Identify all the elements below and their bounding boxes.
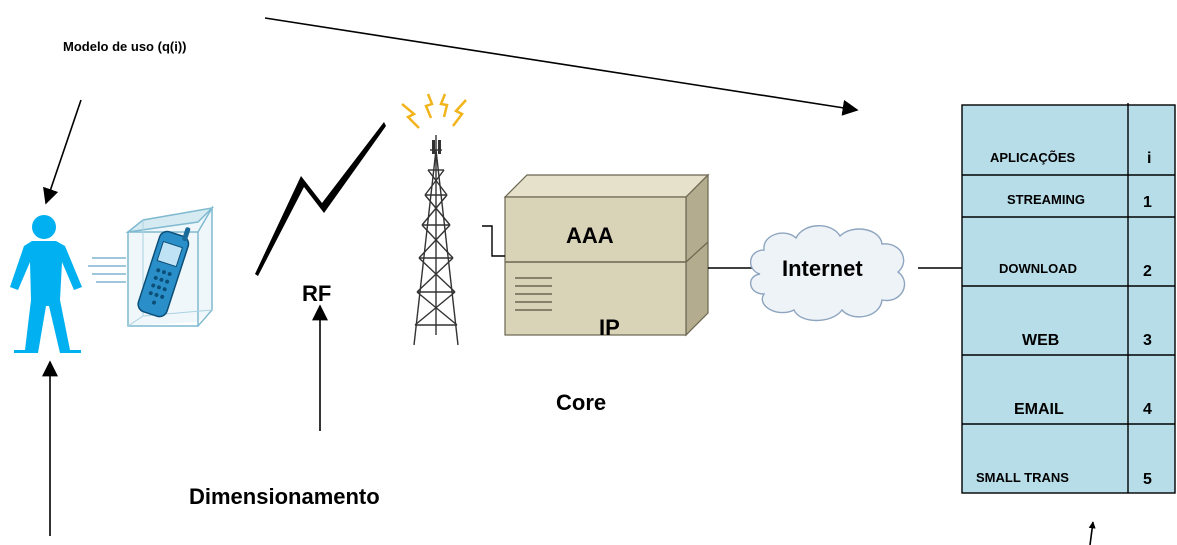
person-icon <box>10 215 82 353</box>
server-icon <box>482 173 710 337</box>
table-row-index-2: 2 <box>1143 263 1152 280</box>
motion-lines <box>88 257 126 283</box>
aaa-label: AAA <box>566 223 614 248</box>
applications-table <box>961 103 1176 494</box>
table-row-name-3: WEB <box>1022 332 1059 349</box>
ip-label: IP <box>599 315 620 340</box>
antenna-tower-icon <box>401 93 467 346</box>
table-row-name-5: SMALL TRANS <box>976 470 1069 485</box>
table-row-index-4: 4 <box>1143 401 1152 418</box>
sizing-label: Dimensionamento <box>189 484 380 509</box>
table-arrow <box>1088 521 1096 545</box>
usage-model-label: Modelo de uso (q(i)) <box>63 39 186 54</box>
table-header-index: i <box>1147 150 1151 167</box>
cloud-icon <box>750 225 906 322</box>
table-row-name-1: STREAMING <box>1007 192 1085 207</box>
radio-wave-icon <box>255 122 386 276</box>
usage-arrow-to-user <box>43 99 82 205</box>
table-row-index-1: 1 <box>1143 194 1152 211</box>
internet-label: Internet <box>782 256 863 281</box>
table-row-index-3: 3 <box>1143 332 1152 349</box>
table-row-index-5: 5 <box>1143 471 1152 488</box>
rf-label: RF <box>302 281 331 306</box>
usage-model-arrow <box>264 17 859 116</box>
table-row-name-2: DOWNLOAD <box>999 261 1077 276</box>
mobile-phone-icon <box>125 205 215 327</box>
table-header-app: APLICAÇÕES <box>990 150 1076 165</box>
table-row-name-4: EMAIL <box>1014 401 1064 418</box>
core-label: Core <box>556 390 606 415</box>
